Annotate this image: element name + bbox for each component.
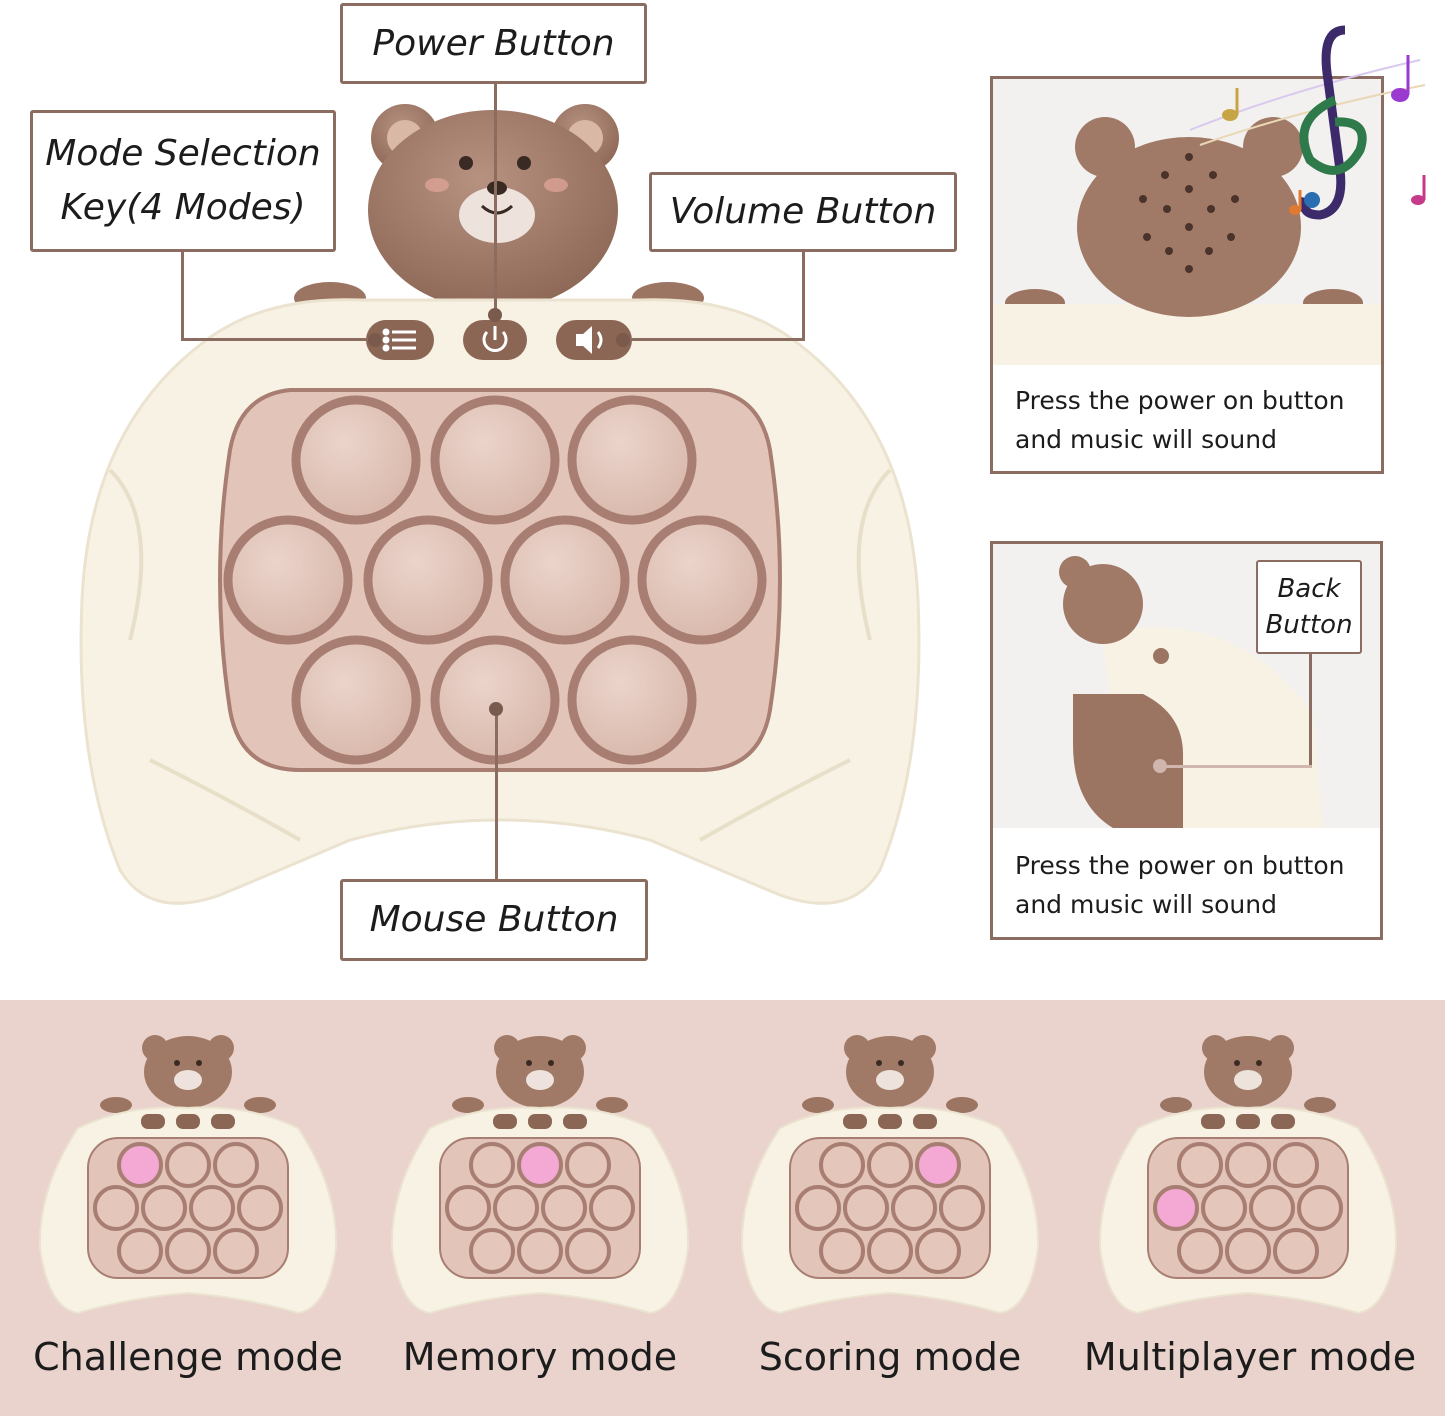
bubble — [189, 1185, 235, 1231]
bubble — [213, 1142, 259, 1188]
bubble — [867, 1142, 913, 1188]
bubble — [891, 1185, 937, 1231]
bubble — [915, 1228, 961, 1274]
mode-toy-0 — [38, 1035, 338, 1315]
bubble — [141, 1185, 187, 1231]
music-notes-decoration — [1189, 25, 1426, 220]
bubble — [213, 1228, 259, 1274]
power-button-label: Power Button — [340, 3, 647, 84]
menu-icon — [382, 328, 416, 352]
mouse-callout-line — [495, 708, 498, 880]
bear-head — [368, 104, 619, 310]
music-info-panel: Press the power on button and music will… — [990, 76, 1384, 474]
power-callout-line — [494, 84, 497, 314]
mode-callout-line-h — [181, 338, 373, 341]
toy-side-photo — [1059, 556, 1323, 828]
bear-speaker-photo — [993, 117, 1381, 365]
bubble — [565, 1228, 611, 1274]
mode-toy-1 — [390, 1035, 690, 1315]
volume-callout-line-h — [622, 338, 805, 341]
bubble — [117, 1228, 163, 1274]
bubble — [843, 1185, 889, 1231]
back-panel-caption: Press the power on button and music will… — [1015, 851, 1345, 919]
back-button-label: Back Button — [1256, 560, 1362, 654]
volume-button-label: Volume Button — [649, 172, 957, 252]
bubble — [493, 1185, 539, 1231]
bubble — [1273, 1228, 1319, 1274]
back-callout-line-v — [1309, 652, 1312, 767]
bubble — [1177, 1228, 1223, 1274]
mode-selection-key-label: Mode Selection Key(4 Modes) — [30, 110, 336, 252]
bubble — [819, 1142, 865, 1188]
bubble — [1297, 1185, 1343, 1231]
lit-bubble — [517, 1142, 563, 1188]
treble-clef-icon — [1299, 25, 1367, 220]
bubble — [1177, 1142, 1223, 1188]
bubble — [165, 1142, 211, 1188]
back-callout-dot — [1153, 759, 1167, 773]
power-icon — [482, 326, 508, 352]
bubble — [469, 1142, 515, 1188]
power-callout-dot — [488, 308, 502, 322]
mouse-callout-dot — [489, 702, 503, 716]
bubble — [541, 1185, 587, 1231]
mode-toy-3 — [1098, 1035, 1398, 1315]
bubble — [565, 1142, 611, 1188]
lit-bubble — [117, 1142, 163, 1188]
music-note-icon — [1222, 55, 1426, 215]
mode-callout-dot — [368, 333, 382, 347]
back-callout-line-h — [1160, 765, 1312, 768]
bubble — [517, 1228, 563, 1274]
bubble — [469, 1228, 515, 1274]
bubble — [1201, 1185, 1247, 1231]
lit-bubble — [1153, 1185, 1199, 1231]
bubble — [1225, 1228, 1271, 1274]
mode-selection-key[interactable] — [366, 320, 434, 360]
power-button[interactable] — [463, 320, 527, 360]
mode-label-multiplayer: Multiplayer mode — [1083, 1335, 1417, 1379]
bubble — [939, 1185, 985, 1231]
mode-label-memory: Memory mode — [402, 1335, 678, 1379]
mode-label-scoring: Scoring mode — [758, 1335, 1022, 1379]
music-panel-caption: Press the power on button and music will… — [1015, 386, 1345, 454]
lit-bubble — [915, 1142, 961, 1188]
bubble-grid[interactable] — [223, 395, 767, 765]
bubble — [165, 1228, 211, 1274]
mode-toys — [38, 1035, 1398, 1315]
main-toy-illustration — [79, 104, 921, 905]
bubble — [1273, 1142, 1319, 1188]
volume-callout-line-v — [802, 252, 805, 340]
volume-button[interactable] — [556, 320, 632, 360]
mode-toy-2 — [740, 1035, 1040, 1315]
bubble — [819, 1228, 865, 1274]
mode-callout-line-v — [181, 252, 184, 340]
bubble — [1225, 1142, 1271, 1188]
volume-callout-dot — [616, 333, 630, 347]
bubble — [93, 1185, 139, 1231]
bubble — [1249, 1185, 1295, 1231]
speaker-icon — [576, 326, 603, 354]
mouse-button-label: Mouse Button — [340, 879, 648, 961]
bubble — [795, 1185, 841, 1231]
mode-label-challenge: Challenge mode — [33, 1335, 343, 1379]
bubble — [237, 1185, 283, 1231]
bubble — [589, 1185, 635, 1231]
bubble — [445, 1185, 491, 1231]
bubble — [867, 1228, 913, 1274]
